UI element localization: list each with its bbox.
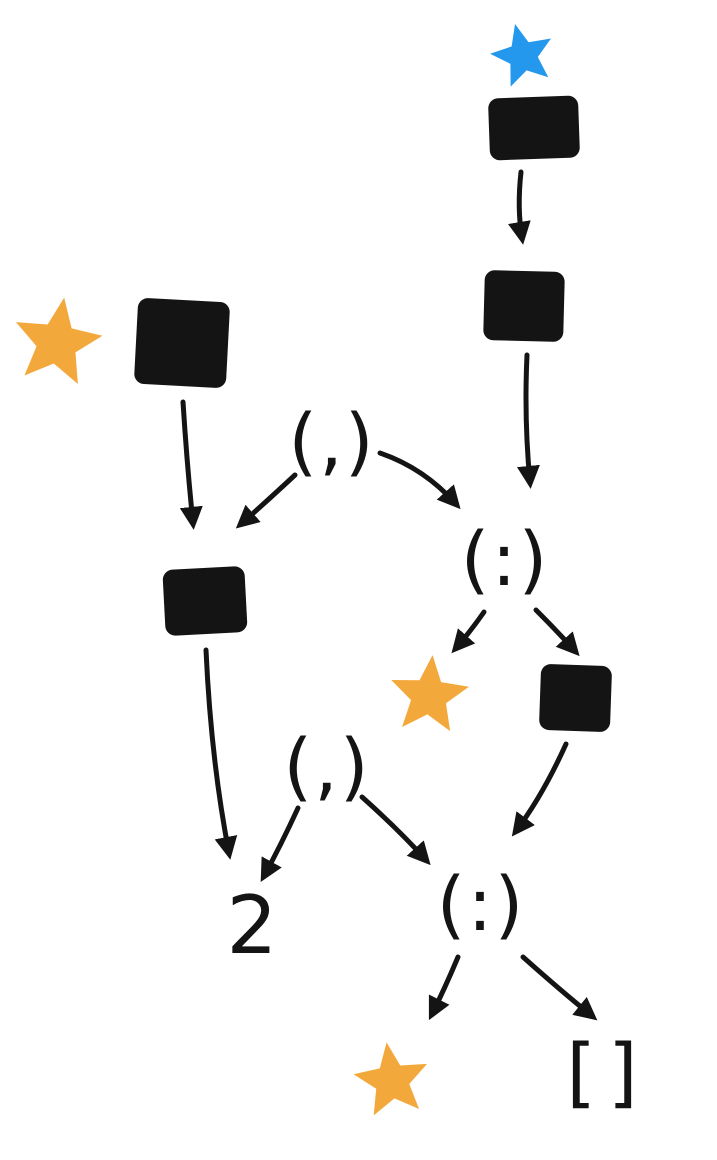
cons-upper-label: (:): [461, 517, 550, 603]
pair-lower-label: (,): [283, 724, 370, 810]
black-box-mid-right: [539, 664, 612, 732]
empty-list-label: []: [566, 1027, 649, 1116]
edge-cons-upper-to-box-mid-right: [533, 607, 580, 657]
cons-lower-label: (:): [437, 862, 526, 948]
blue-root-star-icon: [484, 16, 560, 90]
pair-upper-label: (,): [288, 399, 375, 485]
edges-layer: [179, 169, 598, 1021]
edge-pair-upper-to-cons-upper: [377, 450, 461, 510]
edge-pair-upper-to-box-mid-left: [235, 472, 298, 529]
edge-cons-lower-to-empty-list: [520, 954, 598, 1021]
black-box-right: [483, 270, 565, 342]
black-box-left: [134, 298, 230, 388]
edge-pair-lower-to-two: [260, 805, 301, 883]
edge-cons-lower-to-orange-star-bottom: [428, 954, 461, 1021]
edge-box-left-to-box-mid-left: [179, 399, 203, 530]
edge-box-mid-left-to-two: [203, 647, 238, 860]
orange-bottom-star-icon: [349, 1037, 434, 1118]
black-box-top: [488, 95, 580, 161]
black-box-mid-left: [162, 566, 248, 636]
two-label: 2: [227, 879, 278, 972]
edge-box-top-to-box-right: [508, 169, 531, 245]
edge-box-mid-right-to-cons-lower: [511, 741, 569, 837]
orange-left-star-icon: [7, 290, 108, 387]
edge-cons-upper-to-orange-star-middle: [451, 609, 487, 654]
edge-pair-lower-to-cons-lower: [359, 794, 431, 866]
edge-box-right-to-cons-upper: [517, 352, 540, 489]
orange-middle-star-icon: [387, 651, 472, 733]
